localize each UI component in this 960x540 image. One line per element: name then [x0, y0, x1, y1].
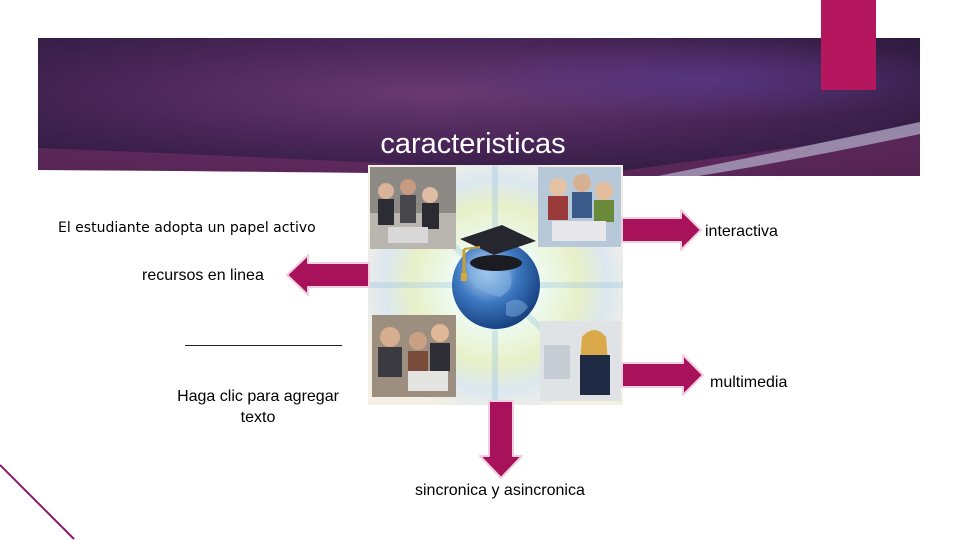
arrow-down-sync-async — [479, 400, 523, 479]
label-sync-async: sincronica y asincronica — [415, 482, 585, 499]
label-student-role: El estudiante adopta un papel activo — [58, 220, 316, 236]
text-placeholder[interactable]: Haga clic para agregar texto — [177, 388, 339, 426]
photo-student-computer — [540, 321, 621, 401]
education-collage-image — [368, 165, 623, 405]
arrow-right-multimedia — [621, 354, 704, 396]
slide-title[interactable]: caracteristicas — [380, 128, 566, 160]
banner-background — [38, 38, 920, 176]
corner-accent-line — [0, 464, 75, 540]
label-interactive: interactiva — [705, 223, 778, 240]
label-online-resources: recursos en linea — [142, 267, 264, 284]
arrow-left-online-resources — [286, 254, 370, 296]
photo-study-group — [372, 315, 456, 397]
photo-students-laptop — [538, 167, 621, 247]
arrow-right-interactive — [621, 209, 702, 251]
title-banner: caracteristicas — [38, 38, 920, 176]
globe-graduation-cap-icon — [452, 225, 540, 329]
accent-tab — [821, 0, 876, 90]
photo-group-meeting — [370, 167, 456, 249]
horizontal-rule — [185, 345, 342, 346]
banner-wave — [38, 130, 920, 176]
label-multimedia: multimedia — [710, 374, 788, 391]
